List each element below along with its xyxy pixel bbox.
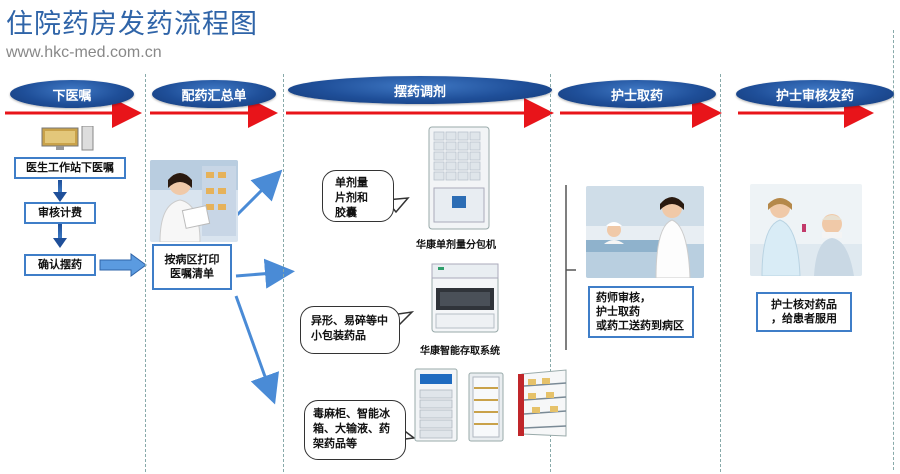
fan-arrow-down (234, 295, 280, 405)
stage-order: 下医嘱 (10, 80, 134, 108)
device-2-note: 异形、易碎等中 小包装药品 (311, 314, 388, 342)
stage-separator-1 (145, 74, 146, 472)
fan-arrow-up (234, 169, 283, 218)
smart-fridge-image (468, 372, 504, 442)
nurse-patient-photo (750, 184, 862, 276)
device-1-note: 单剂量 片剂和 胶囊 (335, 176, 368, 219)
device-3-note: 毒麻柜、智能冰 箱、大输液、药 架药品等 (313, 407, 390, 450)
summary-print-list: 按病区打印 医嘱清单 (152, 244, 232, 290)
device-1-caption: 华康单剂量分包机 (416, 240, 496, 251)
block-arrow-to-summary (99, 253, 147, 277)
website-url: www.hkc-med.com.cn (6, 44, 162, 61)
stage-summary: 配药汇总单 (152, 80, 276, 108)
nurse-verify-text: 护士核对药品 ，给患者服用 (756, 292, 852, 332)
stage-separator-2 (283, 74, 284, 472)
fan-arrow-mid (235, 258, 295, 289)
stage-nurse-pickup: 护士取药 (558, 80, 716, 108)
workstation-computer-image (40, 125, 94, 152)
device-3-callout: 毒麻柜、智能冰 箱、大输液、药 架药品等 (304, 400, 406, 460)
stage-dispensing: 摆药调剂 (288, 76, 552, 104)
stage-separator-5 (893, 30, 894, 470)
smart-storage-system-image (430, 262, 500, 334)
pharmacist-photo (150, 160, 238, 242)
order-step-doctor-workstation: 医生工作站下医嘱 (14, 157, 126, 179)
nurse-pickup-text: 药师审核， 护士取药 或药工送药到病区 (588, 286, 694, 338)
stage-nurse-verify: 护士审核发药 (736, 80, 894, 108)
down-arrow-1 (53, 180, 67, 202)
single-dose-packager-image (428, 126, 490, 230)
down-arrow-2 (53, 224, 67, 248)
device-2-caption: 华康智能存取系统 (420, 346, 500, 357)
order-step-confirm-dispense: 确认摆药 (24, 254, 96, 276)
narcotic-cabinet-image (414, 368, 458, 442)
stage-separator-4 (720, 74, 721, 472)
device-1-callout: 单剂量 片剂和 胶囊 (322, 170, 394, 222)
order-step-review-billing: 审核计费 (24, 202, 96, 224)
nurse-station-photo (586, 186, 704, 278)
page-title: 住院药房发药流程图 (6, 9, 258, 40)
medicine-shelf-image (516, 368, 572, 438)
device-2-callout: 异形、易碎等中 小包装药品 (300, 306, 400, 354)
stage-separator-3 (550, 74, 551, 472)
